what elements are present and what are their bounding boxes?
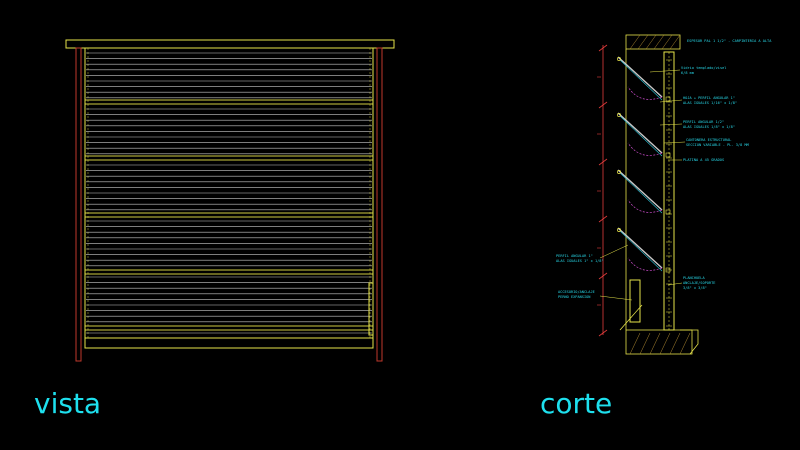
slab-edge [680,329,699,355]
horizontal-rail [84,325,374,331]
horizontal-rail [84,269,374,275]
dimension-tick [598,101,608,109]
right-post [376,47,383,362]
note-4b: SECCION VARIABLE - PL. 3/8 MM [686,143,750,147]
note-7b: ANCLAJE/SOPORTE [683,281,715,285]
note-2b: ALAS IGUALES 1/16" x 1/8" [683,101,737,105]
mullion-clip [665,209,671,215]
note-6a: PERFIL ANGULAR 1" [556,254,593,258]
blade-glass [619,172,663,214]
note-3b: ALAS IGUALES 1/8" x 1/8" [683,125,735,129]
dimension-tick [598,272,608,280]
note-3a: PERFIL ANGULAR 1/2" [683,120,724,124]
left-post [75,47,82,362]
louver-slats [86,52,372,334]
top-wall-hatch-lines [629,34,681,50]
anchor-brace [619,304,643,331]
note-4a: CANTONERA ESTRUCTURAL [686,138,731,142]
tilted-blade [617,112,663,154]
corte-label: corte [540,387,613,420]
note-7c: 3/8" x 3/8" [683,286,707,290]
top-cap [65,39,395,49]
horizontal-rail [84,155,374,161]
dimension-tick [598,329,608,337]
mullion-clip [665,152,671,158]
blade-pivot [617,170,621,174]
tilted-blade [617,169,663,211]
blade-glass [619,59,663,101]
blade-pivot [617,228,621,232]
horizontal-rail [84,99,374,105]
top-wall-hatch [625,34,681,50]
mullion-clip [665,96,671,102]
note-6b: ALAS IGUALES 1" x 1/8" [556,259,604,263]
swing-arc [627,257,663,271]
tilted-blade [617,56,663,98]
leader-lines [599,69,686,301]
right-hinge-strip [368,282,374,336]
section-view: ESPESOR PAL 1 1/2" - CARPINTERIA A ALTA … [556,34,772,355]
blade-pivot [617,57,621,61]
tilted-blade [617,227,663,269]
floor-slab [625,329,693,355]
dimension-tick [598,44,608,52]
swing-arc [627,142,663,156]
dimension-tick [598,215,608,223]
note-1a: Vidrio templado/visel [681,66,726,70]
note-1b: 6/8 mm [681,71,694,75]
swing-arc [627,199,663,213]
horizontal-rail [84,212,374,218]
dimension-ticks [597,44,608,337]
louver-frame [84,47,374,349]
floor-slab-hatch [629,332,691,355]
blade-pivot [617,113,621,117]
dimension-tick [598,158,608,166]
swing-arc [627,86,663,100]
note-8a: ACCESORIO/ANCLAJE [558,290,595,294]
note-2a: HOJA + PERFIL ANGULAR 1" [683,96,735,100]
note-5: PLATINA A 45 GRADOS [683,158,724,162]
swing-arcs [627,86,663,271]
note-7a: PLANCHUELA [683,276,705,280]
bottom-anchor-plate [629,279,641,323]
horizontal-rails [84,48,374,338]
top-note: ESPESOR PAL 1 1/2" - CARPINTERIA A ALTA [687,39,772,43]
blade-glass [619,115,663,157]
note-8b: PERNO EXPANSION [558,295,590,299]
blade-glass [619,230,663,272]
section-blades [617,56,672,327]
vista-label: vista [34,387,102,420]
elevation-view [65,39,395,362]
